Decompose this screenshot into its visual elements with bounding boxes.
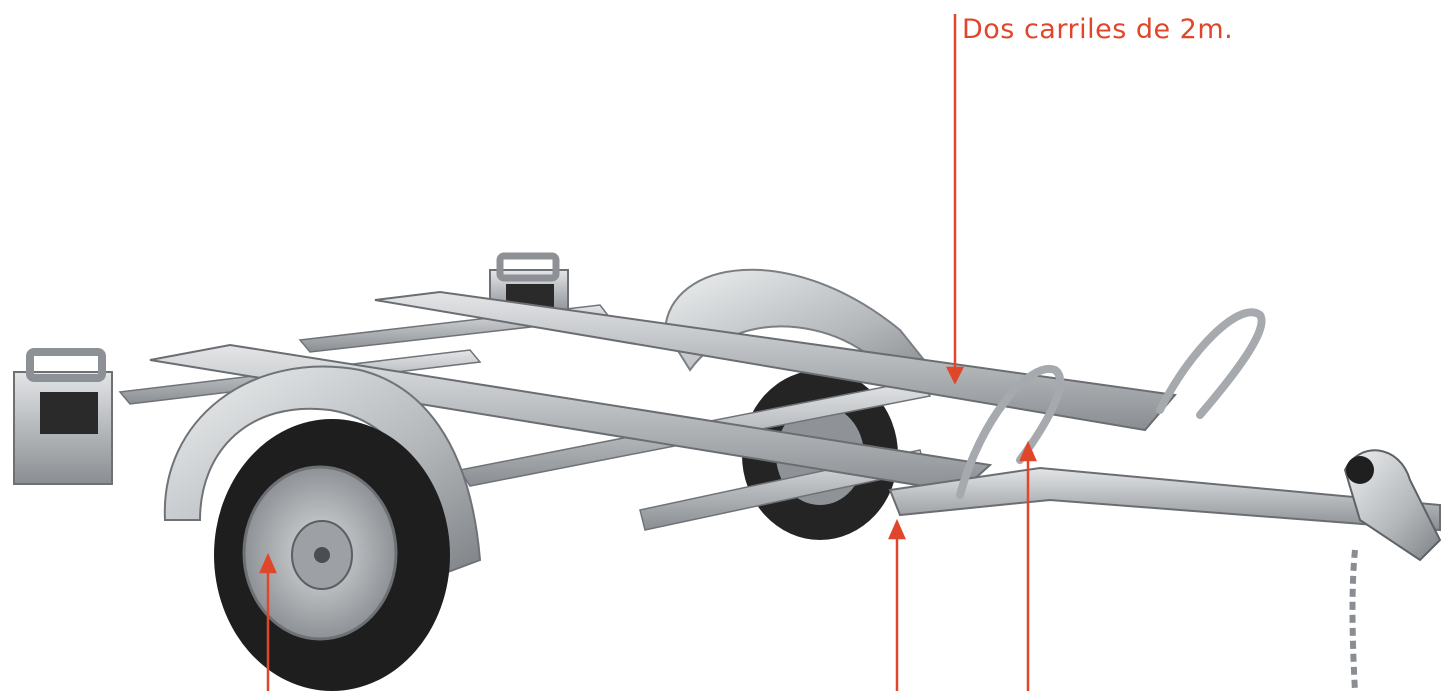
- front-fender: [163, 365, 482, 577]
- front-wheel: [214, 419, 450, 691]
- rail-back: [374, 290, 1177, 432]
- arrow-down-icon: [945, 366, 965, 385]
- rear-light-board-left: [13, 348, 113, 485]
- far-fender: [663, 268, 942, 392]
- safety-chain: [1349, 549, 1358, 692]
- rails-callout-label: Dos carriles de 2m.: [962, 14, 1234, 45]
- callout-arrows: [259, 14, 1037, 691]
- wheel-chock-loops: [956, 308, 1266, 499]
- arrow-up-icon: [888, 518, 906, 540]
- arrow-up-icon: [259, 552, 277, 574]
- arrow-up-icon: [1019, 440, 1037, 462]
- drawbar: [888, 449, 1442, 692]
